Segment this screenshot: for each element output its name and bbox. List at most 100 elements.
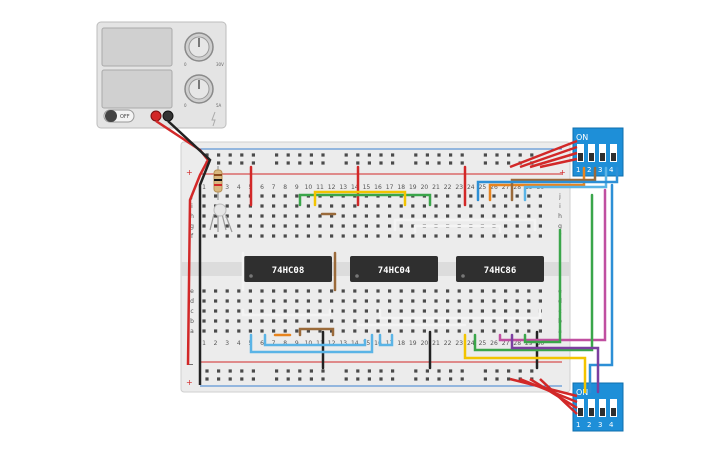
breadboard-hole[interactable] [411,319,415,323]
breadboard-hole[interactable] [388,214,392,218]
breadboard-hole[interactable] [515,204,519,208]
dip-switch-bottom[interactable]: ON 1 2 3 4 [572,382,624,432]
breadboard-hole[interactable] [399,234,403,238]
light-blue-jumper-wire[interactable] [249,333,374,354]
breadboard-hole[interactable] [321,161,325,165]
breadboard-hole[interactable] [446,204,450,208]
breadboard-hole[interactable] [364,299,368,303]
breadboard-hole[interactable] [318,319,322,323]
breadboard-hole[interactable] [344,153,348,157]
breadboard-hole[interactable] [422,234,426,238]
breadboard-hole[interactable] [388,299,392,303]
breadboard-hole[interactable] [364,329,368,333]
breadboard-hole[interactable] [449,153,453,157]
breadboard-hole[interactable] [341,289,345,293]
breadboard-hole[interactable] [356,377,360,381]
breadboard-hole[interactable] [414,377,418,381]
breadboard-hole[interactable] [298,161,302,165]
white-jumper-wire[interactable] [393,218,537,232]
breadboard-hole[interactable] [411,299,415,303]
breadboard-hole[interactable] [353,234,357,238]
breadboard-hole[interactable] [538,289,542,293]
breadboard-hole[interactable] [495,369,499,373]
breadboard-hole[interactable] [411,289,415,293]
breadboard-hole[interactable] [538,329,542,333]
breadboard-hole[interactable] [457,204,461,208]
breadboard-hole[interactable] [228,369,232,373]
breadboard-hole[interactable] [411,329,415,333]
breadboard-hole[interactable] [225,204,229,208]
breadboard-hole[interactable] [376,309,380,313]
breadboard-hole[interactable] [286,369,290,373]
breadboard-hole[interactable] [344,377,348,381]
breadboard-hole[interactable] [504,204,508,208]
breadboard-hole[interactable] [341,214,345,218]
breadboard-hole[interactable] [492,299,496,303]
breadboard-hole[interactable] [306,224,310,228]
breadboard-hole[interactable] [330,299,334,303]
breadboard-hole[interactable] [483,153,487,157]
breadboard-hole[interactable] [469,194,473,198]
breadboard-hole[interactable] [388,319,392,323]
breadboard-hole[interactable] [492,204,496,208]
breadboard-hole[interactable] [460,369,464,373]
dip-switch-top[interactable]: ON 1 2 3 4 [572,127,624,177]
breadboard-hole[interactable] [446,309,450,313]
breadboard-hole[interactable] [515,289,519,293]
breadboard-hole[interactable] [214,194,218,198]
breadboard-hole[interactable] [202,329,206,333]
breadboard-hole[interactable] [469,309,473,313]
breadboard-hole[interactable] [422,299,426,303]
breadboard-hole[interactable] [286,161,290,165]
breadboard-hole[interactable] [480,309,484,313]
chip-74hc86[interactable]: 74HC86 [456,256,544,282]
breadboard-hole[interactable] [237,309,241,313]
breadboard-hole[interactable] [527,204,531,208]
breadboard-hole[interactable] [353,224,357,228]
breadboard-hole[interactable] [469,214,473,218]
breadboard-hole[interactable] [388,309,392,313]
breadboard-hole[interactable] [228,153,232,157]
breadboard-hole[interactable] [376,214,380,218]
breadboard-hole[interactable] [298,369,302,373]
breadboard-hole[interactable] [538,299,542,303]
breadboard-hole[interactable] [364,224,368,228]
breadboard-hole[interactable] [214,289,218,293]
breadboard-hole[interactable] [283,319,287,323]
breadboard-hole[interactable] [492,194,496,198]
breadboard-hole[interactable] [527,329,531,333]
breadboard-hole[interactable] [237,224,241,228]
breadboard-hole[interactable] [538,204,542,208]
breadboard-hole[interactable] [399,309,403,313]
blue-signal-wire[interactable] [588,183,614,394]
breadboard-hole[interactable] [202,289,206,293]
breadboard-hole[interactable] [515,309,519,313]
breadboard-hole[interactable] [399,224,403,228]
breadboard-hole[interactable] [251,161,255,165]
breadboard-hole[interactable] [321,377,325,381]
breadboard-hole[interactable] [286,377,290,381]
breadboard-hole[interactable] [480,299,484,303]
brown-signal-wire[interactable] [510,166,597,202]
breadboard-hole[interactable] [202,234,206,238]
breadboard-hole[interactable] [228,377,232,381]
breadboard-hole[interactable] [275,153,279,157]
breadboard-hole[interactable] [504,329,508,333]
breadboard-hole[interactable] [341,319,345,323]
breadboard-hole[interactable] [388,329,392,333]
breadboard-hole[interactable] [495,377,499,381]
breadboard-hole[interactable] [425,153,429,157]
negative-terminal[interactable] [162,110,174,122]
breadboard-hole[interactable] [480,329,484,333]
breadboard-hole[interactable] [411,214,415,218]
breadboard-hole[interactable] [286,153,290,157]
breadboard-hole[interactable] [318,214,322,218]
breadboard-hole[interactable] [515,194,519,198]
breadboard-hole[interactable] [251,153,255,157]
breadboard-hole[interactable] [237,329,241,333]
breadboard-hole[interactable] [411,224,415,228]
breadboard-hole[interactable] [202,204,206,208]
breadboard-hole[interactable] [422,309,426,313]
breadboard-hole[interactable] [272,214,276,218]
breadboard-hole[interactable] [260,319,264,323]
